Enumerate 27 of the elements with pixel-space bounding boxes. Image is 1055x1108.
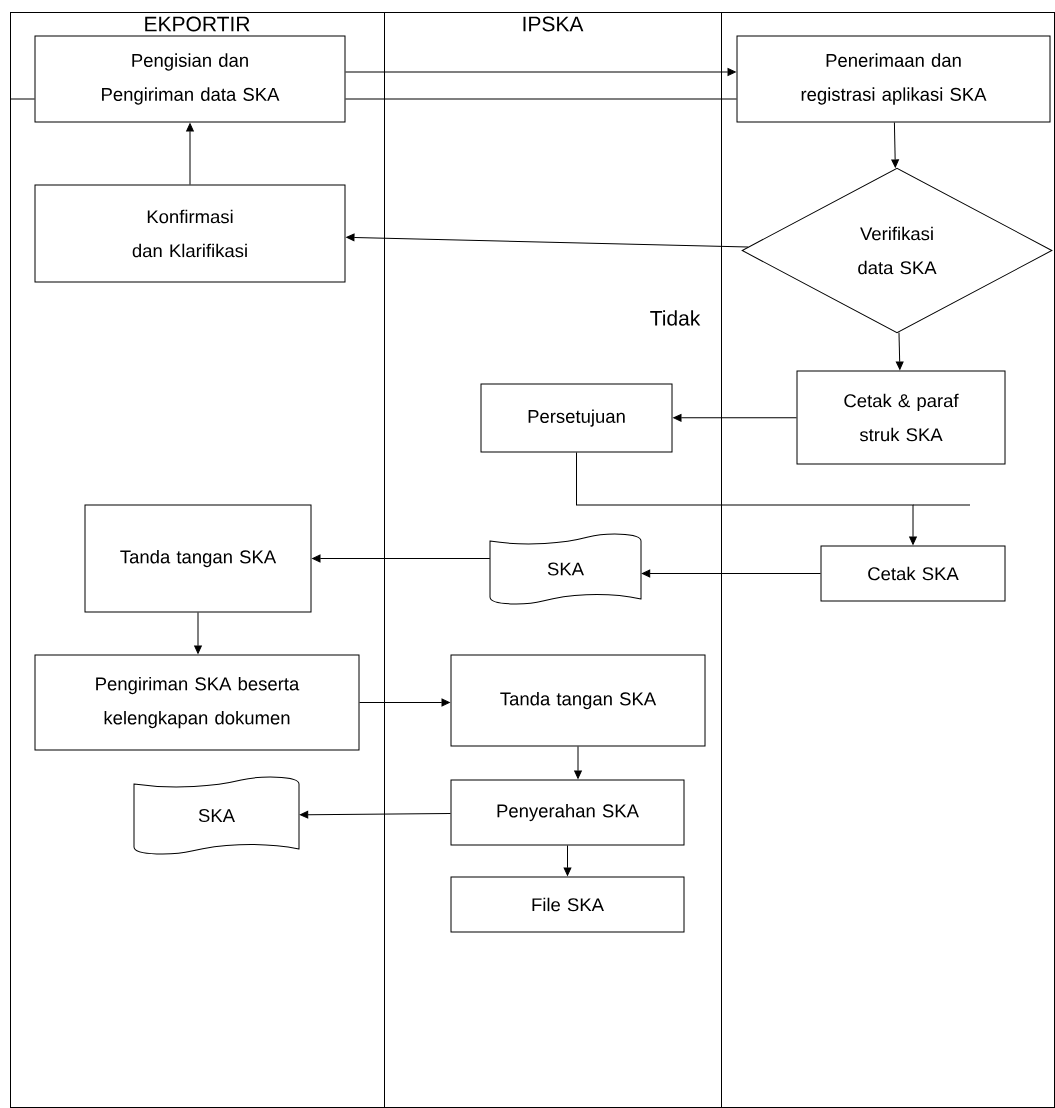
arrow xyxy=(345,68,736,76)
arrow xyxy=(895,331,904,370)
swimlane xyxy=(721,12,1055,1108)
arrow xyxy=(186,123,194,185)
process-box: Penerimaan dan registrasi aplikasi SKA xyxy=(736,35,1051,123)
arrow xyxy=(194,612,202,654)
arrow xyxy=(641,569,821,578)
process-box: Tanda tangan SKA xyxy=(450,654,706,747)
arrow xyxy=(359,698,450,707)
arrow xyxy=(563,845,572,876)
arrow xyxy=(312,554,491,563)
process-box: Pengisian dan Pengiriman data SKA xyxy=(34,35,346,123)
arrow xyxy=(673,414,797,422)
arrow xyxy=(891,122,899,168)
arrow xyxy=(574,746,582,779)
process-box: File SKA xyxy=(450,876,685,933)
process-box: Cetak SKA xyxy=(820,545,1006,602)
process-box: Tanda tangan SKA xyxy=(84,504,312,613)
process-box: Cetak & paraf struk SKA xyxy=(796,370,1006,465)
branch-label: Tidak xyxy=(650,310,701,326)
arrow xyxy=(576,452,917,545)
process-box: Pengiriman SKA beserta kelengkapan dokumen xyxy=(34,654,360,751)
process-box: Penyerahan SKA xyxy=(450,779,685,846)
process-box: Persetujuan xyxy=(480,383,673,453)
process-box: Konfirmasi dan Klarifikasi xyxy=(34,184,346,283)
arrow xyxy=(299,810,451,819)
arrow xyxy=(346,233,749,248)
